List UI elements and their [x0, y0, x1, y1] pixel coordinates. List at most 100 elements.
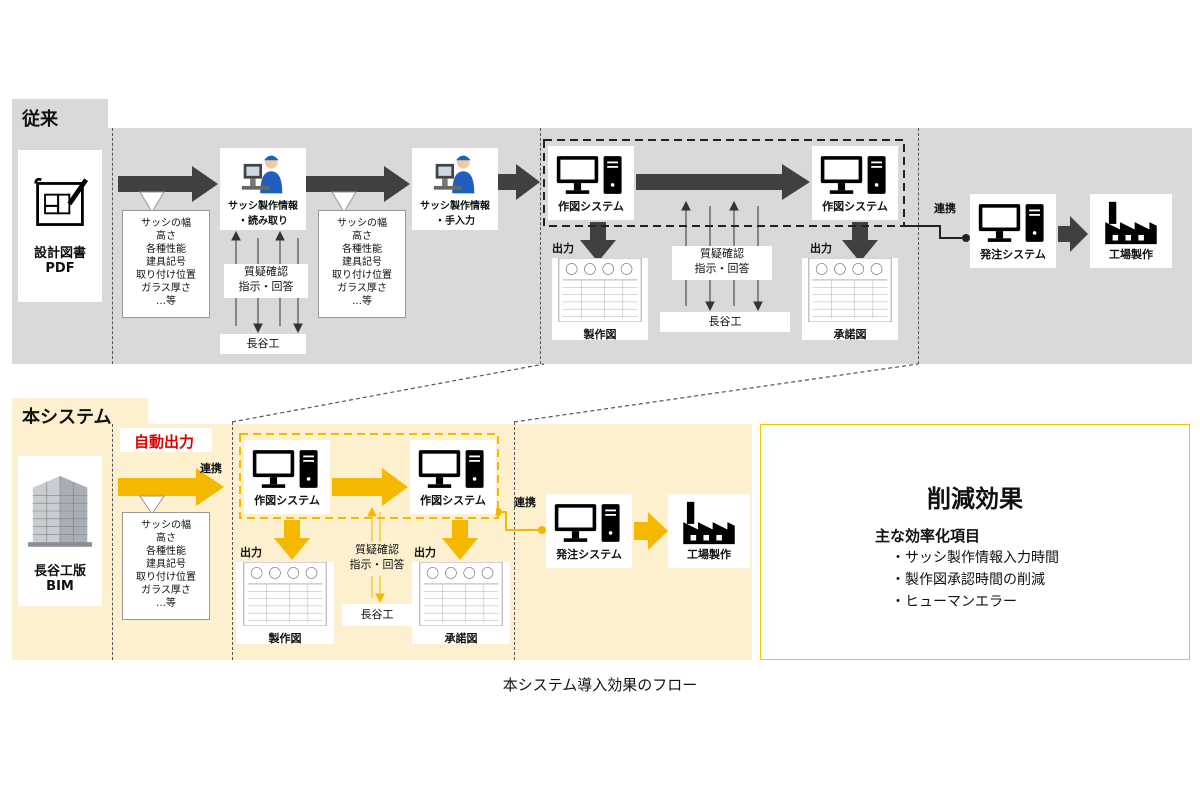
factory-label: 工場製作 — [687, 548, 731, 561]
drawing-system-label: 作図システム — [558, 200, 624, 213]
note-line: 建具記号 — [146, 559, 186, 570]
note-line: 建具記号 — [146, 257, 186, 268]
design-document-card: 設計図書 PDF — [18, 150, 102, 302]
qa-label: 指示・回答 — [349, 558, 405, 571]
effects-list: ・サッシ製作情報入力時間 ・製作図承認時間の削減 ・ヒューマンエラー — [891, 547, 1059, 613]
qa-label: 質疑確認 — [355, 543, 399, 556]
factory-card: 工場製作 — [1090, 194, 1172, 268]
renkei-label: 連携 — [200, 462, 222, 475]
fabrication-drawing-label: 製作図 — [268, 632, 302, 645]
legacy-separator — [540, 128, 541, 364]
qa-label: 質疑確認 — [700, 247, 744, 260]
note-line: サッシの幅 — [141, 520, 191, 531]
note-line: 各種性能 — [342, 244, 382, 255]
order-system: 発注システム — [970, 194, 1056, 268]
output-arrow — [842, 222, 878, 262]
sash-info-note: サッシの幅 高さ 各種性能 建具記号 取り付け位置 ガラス厚さ …等 — [122, 210, 210, 318]
new-system-separator — [514, 422, 515, 660]
flow-arrow — [306, 166, 410, 202]
note-line: 各種性能 — [146, 546, 186, 557]
effects-subtitle: 主な効率化項目 — [875, 527, 981, 545]
output-arrow — [442, 520, 478, 560]
approval-drawing: 承諾図 — [802, 258, 898, 341]
bim-card: 長谷工版 BIM — [18, 456, 102, 606]
factory-label: 工場製作 — [1109, 248, 1153, 261]
output-label: 出力 — [810, 242, 832, 255]
order-system: 発注システム — [546, 494, 632, 568]
factory-icon — [681, 500, 737, 546]
computer-icon — [553, 500, 625, 546]
bim-format: BIM — [46, 579, 74, 594]
note-line: 取り付け位置 — [136, 572, 196, 583]
renkei-label: 連携 — [514, 496, 536, 509]
flow-arrow — [634, 512, 668, 550]
qa-label: 指示・回答 — [694, 262, 750, 275]
qa-label: 質疑確認 — [244, 265, 288, 278]
effects-panel: 削減効果 主な効率化項目 ・サッシ製作情報入力時間 ・製作図承認時間の削減 ・ヒ… — [760, 424, 1190, 660]
auto-output-badge — [120, 428, 212, 452]
qa-label-box: 質疑確認 指示・回答 — [342, 542, 412, 576]
drawing-system-1: 作図システム — [244, 440, 330, 514]
note-line: …等 — [156, 296, 176, 307]
drawing-system-2: 作図システム — [410, 440, 496, 514]
design-document-label: 設計図書 — [33, 246, 86, 261]
drawing-system-label: 作図システム — [420, 494, 486, 507]
manual-input-card: サッシ製作情報 ・手入力 — [412, 148, 498, 230]
new-system-separator — [112, 424, 113, 660]
hasetani-box: 長谷工 — [220, 334, 306, 354]
order-system-label: 発注システム — [556, 548, 622, 561]
bim-label: 長谷工版 — [33, 564, 86, 579]
output-label: 出力 — [552, 242, 574, 255]
note-line: ガラス厚さ — [337, 283, 387, 294]
new-system-tab-label: 本システム — [22, 407, 112, 428]
effect-item: ・製作図承認時間の削減 — [891, 572, 1045, 588]
legacy-separator — [112, 128, 113, 364]
hasetani-box: 長谷工 — [660, 312, 790, 332]
order-system-label: 発注システム — [980, 248, 1046, 261]
manual-input-line1: サッシ製作情報 — [420, 201, 490, 212]
design-document-format: PDF — [45, 261, 75, 276]
output-arrow — [580, 222, 616, 262]
qa-label-box: 質疑確認 指示・回答 — [224, 264, 308, 298]
output-arrow — [274, 520, 310, 560]
note-line: 高さ — [156, 231, 176, 242]
effect-item: ・サッシ製作情報入力時間 — [891, 550, 1059, 566]
approval-drawing-label: 承諾図 — [444, 632, 478, 645]
drawing-thumbnail — [236, 562, 334, 626]
fabrication-drawing-label: 製作図 — [583, 328, 617, 341]
drawing-system-2: 作図システム — [812, 146, 898, 220]
output-label: 出力 — [414, 546, 436, 559]
note-line: 高さ — [156, 533, 176, 544]
drawing-thumbnail — [412, 562, 510, 626]
effect-item: ・ヒューマンエラー — [891, 594, 1017, 610]
flow-arrow — [118, 468, 224, 506]
fabrication-drawing: 製作図 — [236, 562, 334, 645]
manual-read-line1: サッシ製作情報 — [228, 201, 298, 212]
note-line: サッシの幅 — [337, 218, 387, 229]
qa-label: 指示・回答 — [238, 280, 294, 293]
renkei-label: 連携 — [934, 202, 956, 215]
note-line: サッシの幅 — [141, 218, 191, 229]
note-line: 各種性能 — [146, 244, 186, 255]
flow-arrow — [498, 164, 540, 200]
output-label: 出力 — [240, 546, 262, 559]
auto-output-label: 自動出力 — [134, 433, 195, 451]
note-line: …等 — [156, 598, 176, 609]
new-system-separator — [232, 422, 233, 660]
manual-read-card: サッシ製作情報 ・読み取り — [220, 148, 306, 230]
effects-title: 削減効果 — [927, 485, 1023, 513]
flow-arrow — [118, 166, 218, 202]
note-line: 取り付け位置 — [332, 270, 392, 281]
new-system-tab — [12, 398, 148, 426]
manual-read-line2: ・読み取り — [238, 216, 288, 227]
approval-drawing-label: 承諾図 — [833, 328, 867, 341]
flow-arrow — [1058, 216, 1088, 252]
note-line: ガラス厚さ — [141, 283, 191, 294]
figure-caption: 本システム導入効果のフロー — [502, 676, 698, 694]
drawing-system-1: 作図システム — [548, 146, 634, 220]
manual-input-line2: ・手入力 — [435, 216, 475, 227]
qa-label-box: 質疑確認 指示・回答 — [672, 246, 772, 280]
factory-card: 工場製作 — [668, 494, 750, 568]
